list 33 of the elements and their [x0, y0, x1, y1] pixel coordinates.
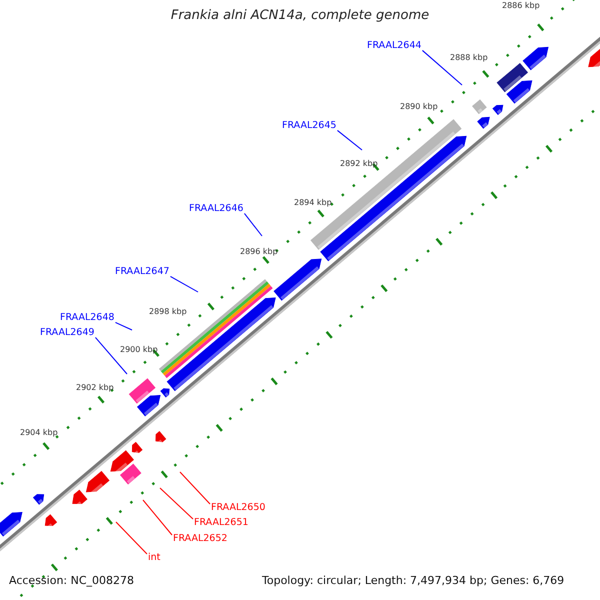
- scale-label: 2894 kbp: [294, 199, 332, 208]
- leader-line: [422, 50, 462, 86]
- leader-line: [336, 130, 362, 150]
- gene-label: int: [148, 553, 160, 564]
- scale-label: 2886 kbp: [502, 2, 540, 11]
- scale-label: 2900 kbp: [120, 346, 158, 355]
- leader-line: [180, 472, 210, 504]
- leader-line: [116, 522, 148, 554]
- scale-label: 2896 kbp: [240, 248, 278, 257]
- leader-line: [114, 322, 132, 330]
- leader-line: [160, 488, 194, 520]
- gene-label: FRAAL2649: [40, 328, 94, 338]
- gene-label: FRAAL2645: [282, 121, 336, 132]
- leader-line: [170, 276, 198, 292]
- scale-label: 2902 kbp: [76, 384, 114, 393]
- gene-label: FRAAL2647: [115, 267, 170, 278]
- gene-label: FRAAL2644: [367, 41, 422, 52]
- gene-label: FRAAL2652: [173, 534, 228, 544]
- gene-label: FRAAL2650: [211, 503, 266, 514]
- gene-label: FRAAL2646: [189, 204, 244, 214]
- accession-text: Accession: NC_008278: [9, 575, 134, 588]
- leader-line: [94, 336, 128, 374]
- scale-label: 2890 kbp: [400, 103, 438, 112]
- gene-label: FRAAL2648: [60, 313, 114, 324]
- map-title: Frankia alni ACN14a, complete genome: [170, 9, 430, 24]
- scale-label: 2888 kbp: [450, 54, 488, 63]
- leader-line: [142, 500, 172, 536]
- scale-label: 2892 kbp: [340, 160, 378, 169]
- gene-label: FRAAL2651: [194, 518, 248, 528]
- genome-info-text: Topology: circular; Length: 7,497,934 bp; Genes: 6,769: [262, 575, 564, 588]
- scale-label: 2904 kbp: [20, 429, 58, 438]
- leader-line: [244, 212, 262, 236]
- scale-label: 2898 kbp: [149, 308, 187, 317]
